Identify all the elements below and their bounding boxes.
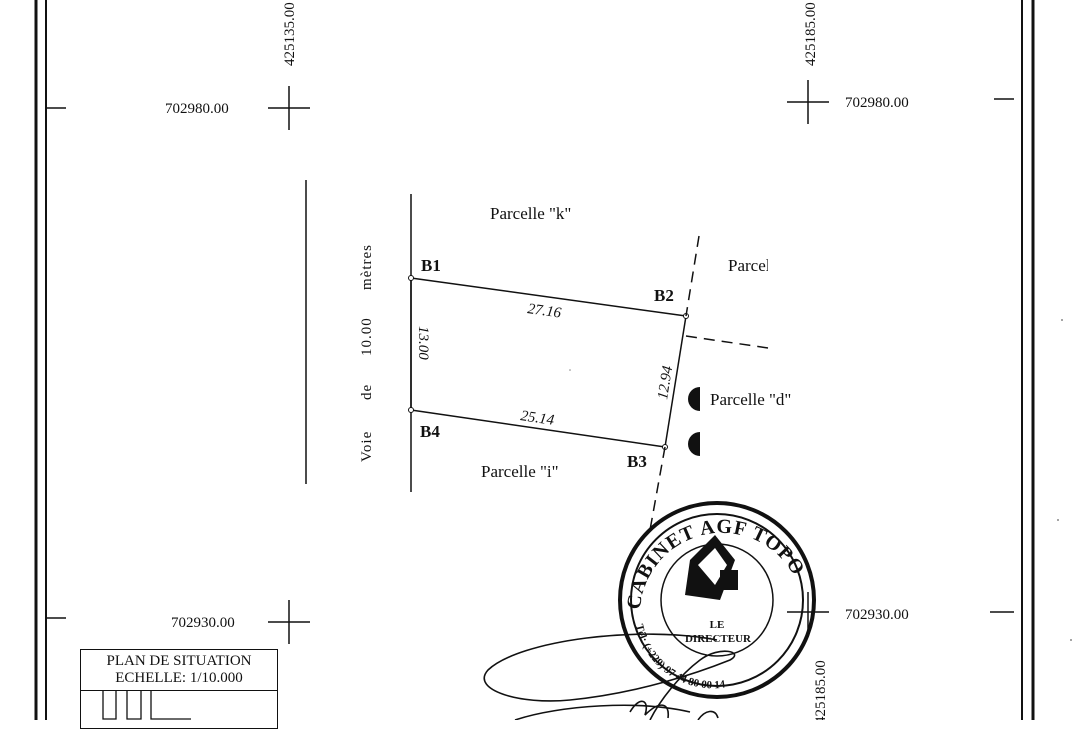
situation-plan-box: PLAN DE SITUATION ECHELLE: 1/10.000	[80, 649, 278, 729]
redaction-east-upper	[768, 256, 828, 274]
northing-label-bottom-right: 702930.00	[845, 607, 909, 623]
marker-b4: B4	[420, 422, 440, 441]
situation-plan-divider	[81, 690, 277, 691]
situation-plan-title: PLAN DE SITUATION	[106, 653, 252, 669]
page-frame	[34, 0, 1035, 720]
situation-plan-sketch	[102, 691, 191, 720]
road-label-word2: de	[359, 384, 375, 400]
neighbour-label-east-lower: Parcelle "d"	[710, 390, 791, 409]
corner-b1	[408, 275, 414, 281]
redaction-mark-upper	[688, 387, 700, 411]
easting-label-top-left: 425135.00	[282, 2, 298, 66]
road-label-word1: Voie	[359, 431, 375, 462]
northing-label-top-left: 702980.00	[165, 101, 229, 117]
grid-marks	[46, 80, 1014, 644]
neighbour-boundaries	[649, 235, 769, 531]
stamp-center-line1: LE	[710, 619, 725, 631]
dimension-east-side: 12.94	[655, 364, 676, 400]
director-signature	[483, 633, 736, 720]
scan-specks	[569, 319, 1072, 641]
road-label-word3: 10.00	[359, 317, 375, 356]
corner-b4	[408, 407, 414, 413]
northing-label-top-right: 702980.00	[845, 95, 909, 111]
neighbour-label-south: Parcelle "i"	[481, 462, 559, 481]
neighbour-label-north: Parcelle "k"	[490, 204, 571, 223]
northing-label-bottom-left: 702930.00	[171, 615, 235, 631]
easting-label-top-right: 425185.00	[803, 2, 819, 66]
road-label-word4: mètres	[359, 244, 375, 290]
situation-plan-scale: ECHELLE: 1/10.000	[115, 670, 243, 686]
boundary-corner-marks	[408, 275, 689, 450]
marker-b2: B2	[654, 286, 674, 305]
stamp-center-line2: DIRECTEUR	[685, 633, 752, 645]
road: Voie de 10.00 mètres	[305, 180, 412, 492]
dimension-west-side: 13.00	[415, 326, 431, 360]
stamp-logo-icon	[685, 535, 738, 600]
dimension-south-side: 25.14	[519, 408, 555, 429]
marker-b1: B1	[421, 256, 441, 275]
easting-label-bottom-right: 425185.00	[813, 660, 829, 720]
redaction-mark-lower	[688, 432, 700, 456]
company-stamp: CABINET AGF TOPO Tél: (+229) 97 44 80 00…	[618, 501, 816, 699]
dimension-north-side: 27.16	[526, 301, 562, 322]
marker-b3: B3	[627, 452, 647, 471]
parcel-boundary	[410, 277, 687, 448]
